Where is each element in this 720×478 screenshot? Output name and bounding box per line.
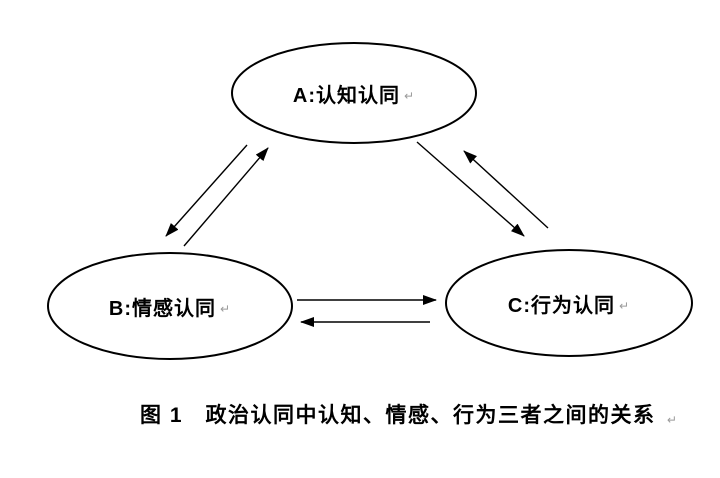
arrow-c-to-a [463, 150, 549, 229]
paragraph-mark: ↵ [220, 302, 232, 316]
node-b-label: B:情感认同 ↵ [48, 253, 292, 359]
arrow-b-to-a [183, 147, 269, 247]
paragraph-mark: ↵ [404, 89, 416, 103]
node-c-text: C:行为认同 [507, 294, 616, 317]
paragraph-mark: ↵ [666, 413, 679, 427]
node-a-text: A:认知认同 [292, 84, 401, 107]
paragraph-mark: ↵ [619, 299, 631, 313]
arrow-a-to-c [416, 141, 525, 237]
figure-caption-text: 图 1 政治认同中认知、情感、行为三者之间的关系 [140, 404, 656, 427]
node-a-label: A:认知认同 ↵ [232, 43, 476, 143]
node-b-text: B:情感认同 [108, 297, 217, 320]
node-a-ellipse [231, 42, 477, 144]
node-c-label: C:行为认同 ↵ [446, 250, 692, 356]
arrow-a-to-b [165, 144, 248, 237]
node-c-ellipse [445, 249, 693, 357]
figure-caption: 图 1 政治认同中认知、情感、行为三者之间的关系 ↵ [140, 399, 678, 429]
node-b-ellipse [47, 252, 293, 360]
